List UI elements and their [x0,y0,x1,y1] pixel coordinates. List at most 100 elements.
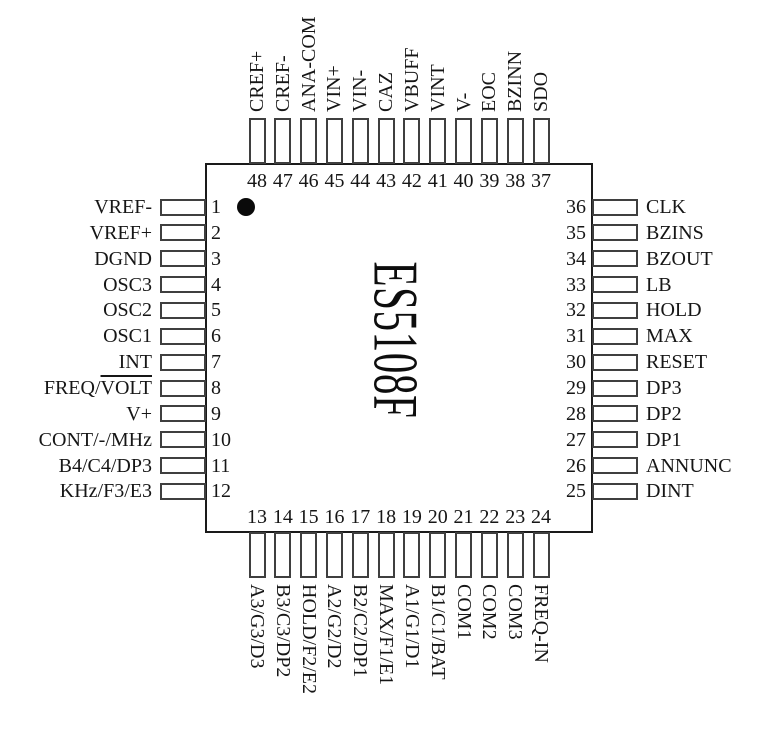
pin-48-number: 48 [247,170,267,192]
pin-label-prefix: FREQ/ [43,377,101,400]
pin-36-pad [592,198,638,216]
pin-6-number: 6 [211,325,221,348]
pin-48-pad [248,118,266,164]
pin-46-label: ANA-COM [297,16,320,112]
pin-31-pad [592,327,638,345]
pin-20-pad [429,532,447,578]
pin-label-overlined: VOLT [100,377,152,400]
pin-14-pad [274,532,292,578]
pin-21-number: 21 [453,506,474,528]
pin-18-number: 18 [376,506,397,528]
pin-47-number: 47 [272,170,293,192]
pin-38-number: 38 [505,170,526,192]
pin-8-pad [160,379,206,397]
pin-15-label: HOLD/F2/E2 [297,584,320,694]
pin-2-pad [160,224,206,242]
pin-47-label: CREF- [271,55,294,112]
pin-16-pad [325,532,343,578]
pin-15-number: 15 [298,506,319,528]
pin-5-pad [160,301,206,319]
pin-5-label: OSC2 [103,299,152,322]
pin-26-label: ANNUNC [646,454,732,477]
pin-30-pad [592,353,638,371]
pin-39-pad [480,118,498,164]
pin-1-pad [160,198,206,216]
pin-18-label: MAX/F1/E1 [375,584,398,686]
pin-38-label: BZINN [504,50,527,112]
pin-14-label: B3/C3/DP2 [271,584,294,678]
pin-35-number: 35 [566,221,586,244]
pin-42-label: VBUFF [400,47,423,112]
pin-27-label: DP1 [646,428,682,451]
pin-12-label: KHz/F3/E3 [59,480,152,503]
pin-1-number: 1 [211,196,221,218]
pin-27-number: 27 [566,428,586,451]
pin-10-number: 10 [211,428,231,451]
pin-15-pad [300,532,318,578]
pin-18-pad [377,532,395,578]
pin-24-number: 24 [531,506,552,528]
pin-13-number: 13 [247,506,267,528]
pin-25-label: DINT [646,480,694,503]
pin-16-number: 16 [324,506,345,528]
pin-32-number: 32 [566,299,586,322]
pin-43-label: CAZ [375,72,398,112]
pin-10-label: CONT/-/MHz [38,428,152,451]
pin-25-pad [592,482,638,500]
pin-11-pad [160,457,206,475]
pin-9-number: 9 [211,402,221,425]
pin-14-number: 14 [272,506,293,528]
pin-21-pad [455,532,473,578]
pin-31-number: 31 [566,325,586,348]
pin-3-pad [160,250,206,268]
pin-33-label: LB [646,273,672,296]
pin-26-number: 26 [566,454,586,477]
pin1-indicator-dot [237,198,255,216]
pin-11-label: B4/C4/DP3 [58,454,152,477]
pin-37-pad [532,118,550,164]
pin-30-label: RESET [646,351,708,374]
pin-3-number: 3 [211,247,221,270]
pin-43-number: 43 [376,170,397,192]
pin-12-pad [160,482,206,500]
pin-36-number: 36 [566,196,586,218]
pin-29-pad [592,379,638,397]
pin-9-pad [160,405,206,423]
pin-20-label: B1/C1/BAT [426,584,449,680]
pin-32-label: HOLD [646,299,702,322]
pin-45-number: 45 [324,170,345,192]
pin-37-label: SDO [530,71,553,112]
pin-7-pad [160,353,206,371]
pin-32-pad [592,301,638,319]
pin-44-label: VIN- [349,69,372,112]
chip-name: ES5108F [360,261,431,419]
pin-4-pad [160,276,206,294]
pin-33-number: 33 [566,273,586,296]
pin-20-number: 20 [427,506,448,528]
pin-34-label: BZOUT [646,247,713,270]
pin-39-number: 39 [479,170,500,192]
pin-22-pad [480,532,498,578]
pin-39-label: EOC [478,72,501,112]
pin-48-label: CREF+ [246,50,268,112]
pin-2-label: VREF+ [89,221,152,244]
pin-17-number: 17 [350,506,371,528]
pin-5-number: 5 [211,299,221,322]
pin-42-pad [403,118,421,164]
pin-7-label: INT [118,351,152,374]
pin-45-label: VIN+ [323,65,346,112]
pin-23-pad [506,532,524,578]
pin-30-number: 30 [566,351,586,374]
chip-body [205,163,593,533]
pin-23-number: 23 [505,506,526,528]
pin-46-pad [300,118,318,164]
pin-22-number: 22 [479,506,500,528]
pin-40-number: 40 [453,170,474,192]
pin-29-label: DP3 [646,377,682,400]
pin-45-pad [325,118,343,164]
pin-9-label: V+ [126,402,152,425]
pin-21-label: COM1 [452,584,475,640]
pin-34-number: 34 [566,247,586,270]
pin-35-pad [592,224,638,242]
